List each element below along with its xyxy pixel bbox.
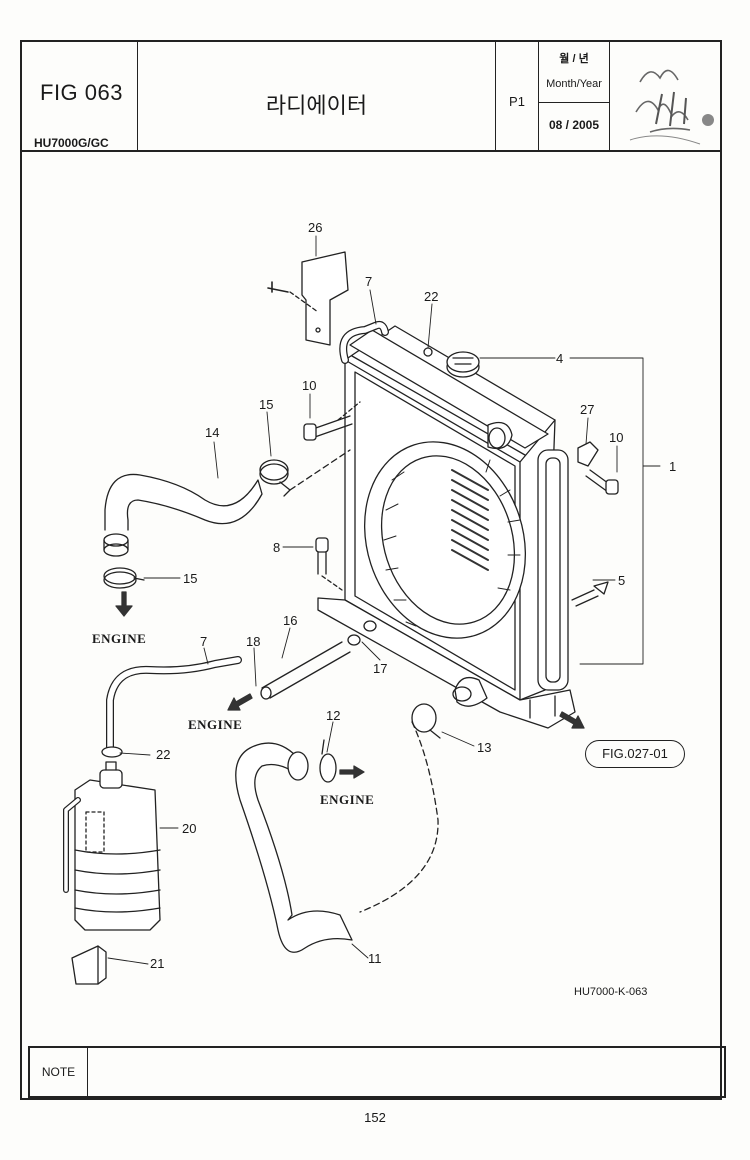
callout-21: 21 bbox=[150, 956, 165, 971]
drawing-frame bbox=[20, 40, 722, 1100]
date-label-korean: 월 / 년 bbox=[559, 53, 589, 65]
callout-11: 11 bbox=[368, 951, 382, 966]
figure-reference-link[interactable]: FIG.027-01 bbox=[585, 740, 685, 768]
hose-clamp-part-13 bbox=[411, 703, 441, 739]
callout-22: 22 bbox=[424, 289, 439, 304]
callout-leaders bbox=[107, 235, 661, 965]
upper-hose-part-14 bbox=[103, 473, 263, 557]
callout-4: 4 bbox=[556, 351, 564, 366]
callout-10: 10 bbox=[302, 378, 317, 393]
note-label: NOTE bbox=[30, 1048, 88, 1096]
callout-12: 12 bbox=[326, 708, 341, 723]
engine-label: ENGINE bbox=[92, 631, 147, 646]
callout-7b: 7 bbox=[200, 634, 208, 649]
drain-pipe-part-16 bbox=[260, 620, 377, 700]
callout-14: 14 bbox=[205, 425, 220, 440]
callout-26: 26 bbox=[308, 220, 323, 235]
callout-1: 1 bbox=[669, 459, 677, 474]
callout-7: 7 bbox=[365, 274, 373, 289]
flow-arrows bbox=[115, 591, 585, 779]
reserve-tank-part-20 bbox=[63, 761, 161, 931]
fig-cell: FIG 063 HU7000G/GC bbox=[22, 42, 138, 150]
bolt-part-8 bbox=[315, 537, 343, 591]
hose-clamp-part-15b bbox=[103, 567, 145, 589]
page-label: P1 bbox=[509, 94, 525, 109]
bracket-part-27 bbox=[577, 441, 599, 467]
lower-hose-part-11 bbox=[235, 742, 353, 953]
page-title: 라디에이터 bbox=[265, 93, 368, 118]
engine-label: ENGINE bbox=[188, 717, 243, 732]
date-label-english: Month/Year bbox=[546, 78, 602, 90]
bolt-part-10 bbox=[303, 401, 361, 441]
hose-clamp-part-15 bbox=[259, 459, 291, 497]
radiator-core bbox=[317, 325, 609, 729]
approval-stamp-icon bbox=[629, 69, 714, 145]
callout-10b: 10 bbox=[609, 430, 624, 445]
callout-5: 5 bbox=[618, 573, 626, 588]
hose-clamp-part-12 bbox=[319, 739, 337, 783]
bracket-part-21 bbox=[71, 945, 107, 985]
callout-15: 15 bbox=[259, 397, 274, 412]
title-block: FIG 063 HU7000G/GC 라디에이터 P1 월 / 년 Month/… bbox=[20, 40, 722, 152]
drawing-code: HU7000-K-063 bbox=[574, 986, 648, 998]
title-cell: 라디에이터 bbox=[138, 42, 496, 150]
engine-label: ENGINE bbox=[320, 792, 375, 807]
date-value: 08 / 2005 bbox=[548, 118, 600, 132]
clip-part-22b bbox=[101, 746, 123, 758]
bracket-part-26 bbox=[267, 251, 349, 346]
callout-8: 8 bbox=[273, 540, 281, 555]
callout-17: 17 bbox=[373, 661, 388, 676]
callout-27: 27 bbox=[580, 402, 595, 417]
callout-18: 18 bbox=[246, 634, 261, 649]
note-box: NOTE bbox=[28, 1046, 726, 1098]
model-code: HU7000G/GC bbox=[34, 136, 109, 150]
stamp-cell bbox=[610, 42, 720, 150]
fig-code: FIG 063 bbox=[40, 80, 123, 105]
date-cell: 월 / 년 Month/Year 08 / 2005 bbox=[539, 42, 610, 150]
callout-16: 16 bbox=[283, 613, 298, 628]
callout-22b: 22 bbox=[156, 747, 171, 762]
callout-20: 20 bbox=[182, 821, 197, 836]
callout-15b: 15 bbox=[183, 571, 198, 586]
page-number: 152 bbox=[364, 1110, 386, 1125]
bolt-part-10b bbox=[585, 469, 619, 495]
callout-13: 13 bbox=[477, 740, 492, 755]
page-cell: P1 bbox=[496, 42, 539, 150]
